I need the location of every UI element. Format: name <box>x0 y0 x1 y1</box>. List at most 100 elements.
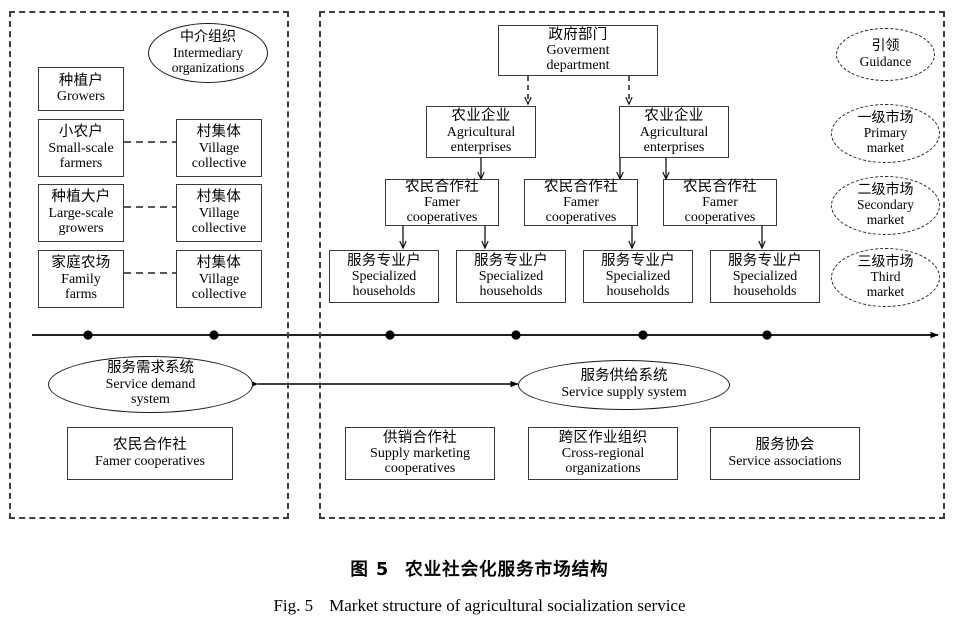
famer-cooperative-box-3[interactable]: 农民合作社 Famer cooperatives <box>663 179 777 226</box>
village-collective-3-en-line1: Village <box>198 271 240 287</box>
government-en-line1: Goverment <box>546 43 610 59</box>
agricultural-enterprise-box-1[interactable]: 农业企业 Agricultural enterprises <box>426 106 536 158</box>
supply-bottom-1-en-line1: Supply marketing <box>370 446 470 462</box>
small-scale-farmers-en-line1: Small-scale <box>48 140 114 156</box>
cooperative-1-en-line2: cooperatives <box>406 210 478 226</box>
cooperative-2-en-line2: cooperatives <box>545 210 617 226</box>
village-collective-1-en-line1: Village <box>198 140 240 156</box>
demand-side-panel <box>9 11 289 519</box>
caption-cn-title: 农业社会化服务市场结构 <box>405 560 609 580</box>
market-level-2-cn: 二级市场 <box>857 182 914 198</box>
village-collective-box-1[interactable]: 村集体 Village collective <box>176 119 262 177</box>
specialized-household-box-2[interactable]: 服务专业户 Specialized households <box>456 250 566 303</box>
household-4-en-line1: Specialized <box>732 269 798 285</box>
service-demand-en-line2: system <box>131 392 170 408</box>
village-collective-3-en-line2: collective <box>191 286 247 302</box>
market-level-2-en-line2: market <box>866 212 905 228</box>
village-collective-1-en-line2: collective <box>191 155 247 171</box>
service-demand-cn: 服务需求系统 <box>107 360 194 377</box>
village-collective-2-cn: 村集体 <box>196 189 242 206</box>
intermediary-en-line1: Intermediary <box>173 44 243 60</box>
enterprise-2-en-line2: enterprises <box>643 139 705 155</box>
family-farms-en-line2: farms <box>65 286 97 302</box>
supply-bottom-2-cn: 跨区作业组织 <box>558 429 648 446</box>
supply-bottom-2-en-line1: Cross-regional <box>561 446 645 462</box>
market-axis <box>32 330 939 340</box>
service-supply-en: Service supply system <box>561 385 687 401</box>
service-supply-cn: 服务供给系统 <box>580 368 668 385</box>
market-level-1-en-line2: market <box>866 140 905 156</box>
famer-cooperative-box-1[interactable]: 农民合作社 Famer cooperatives <box>385 179 499 226</box>
supply-bottom-box-supply-marketing-cooperatives[interactable]: 供销合作社 Supply marketing cooperatives <box>345 427 495 480</box>
household-4-en-line2: households <box>733 284 797 300</box>
household-3-cn: 服务专业户 <box>601 252 675 269</box>
supply-bottom-2-en-line2: organizations <box>565 461 641 477</box>
family-farms-cn: 家庭农场 <box>51 255 111 272</box>
market-level-primary-ellipse[interactable]: 一级市场 Primary market <box>831 104 940 163</box>
agricultural-enterprise-box-2[interactable]: 农业企业 Agricultural enterprises <box>619 106 729 158</box>
cooperative-2-cn: 农民合作社 <box>544 178 618 195</box>
government-to-enterprise-arrows <box>528 76 629 104</box>
household-1-en-line2: households <box>352 284 416 300</box>
market-level-1-cn: 一级市场 <box>857 110 914 126</box>
market-level-0-cn: 引领 <box>871 39 900 55</box>
enterprise-1-en-line1: Agricultural <box>446 124 516 140</box>
village-collective-3-cn: 村集体 <box>196 255 242 272</box>
household-2-en-line2: households <box>479 284 543 300</box>
household-4-cn: 服务专业户 <box>728 252 802 269</box>
supply-bottom-3-en: Service associations <box>728 453 842 469</box>
service-demand-system-ellipse[interactable]: 服务需求系统 Service demand system <box>48 356 253 413</box>
producer-box-small-scale-farmers[interactable]: 小农户 Small-scale farmers <box>38 119 124 177</box>
producer-box-growers[interactable]: 种植户 Growers <box>38 67 124 111</box>
household-3-en-line1: Specialized <box>605 269 671 285</box>
famer-cooperative-box-2[interactable]: 农民合作社 Famer cooperatives <box>524 179 638 226</box>
cooperative-2-en-line1: Famer <box>563 195 599 211</box>
specialized-household-box-4[interactable]: 服务专业户 Specialized households <box>710 250 820 303</box>
market-level-3-cn: 三级市场 <box>857 254 914 270</box>
producer-box-family-farms[interactable]: 家庭农场 Family farms <box>38 250 124 308</box>
market-level-3-en-line1: Third <box>870 269 901 285</box>
service-demand-en-line1: Service demand <box>105 377 196 393</box>
intermediary-en-line2: organizations <box>171 59 245 75</box>
intermediary-organizations-ellipse[interactable]: 中介组织 Intermediary organizations <box>148 23 268 83</box>
government-en-line2: department <box>546 58 610 74</box>
enterprise-2-en-line1: Agricultural <box>639 124 709 140</box>
market-level-2-en-line1: Secondary <box>857 197 914 213</box>
enterprise-1-cn: 农业企业 <box>451 108 511 125</box>
household-1-cn: 服务专业户 <box>347 252 421 269</box>
village-collective-box-2[interactable]: 村集体 Village collective <box>176 184 262 242</box>
caption-cn-label: 图 5 <box>350 560 390 580</box>
small-scale-farmers-cn: 小农户 <box>58 124 104 141</box>
household-3-en-line2: households <box>606 284 670 300</box>
producer-collective-links <box>124 141 176 274</box>
market-level-secondary-ellipse[interactable]: 二级市场 Secondary market <box>831 176 940 235</box>
demand-bottom-en: Famer cooperatives <box>94 453 205 469</box>
demand-bottom-box-famer-cooperatives[interactable]: 农民合作社 Famer cooperatives <box>67 427 233 480</box>
cooperative-1-cn: 农民合作社 <box>405 178 479 195</box>
growers-en: Growers <box>56 89 106 105</box>
specialized-household-box-1[interactable]: 服务专业户 Specialized households <box>329 250 439 303</box>
intermediary-cn: 中介组织 <box>180 30 236 46</box>
market-level-guidance-ellipse[interactable]: 引领 Guidance <box>836 28 935 81</box>
enterprise-1-en-line2: enterprises <box>450 139 512 155</box>
village-collective-box-3[interactable]: 村集体 Village collective <box>176 250 262 308</box>
growers-cn: 种植户 <box>58 72 104 89</box>
service-supply-system-ellipse[interactable]: 服务供给系统 Service supply system <box>518 360 730 410</box>
cooperative-3-en-line1: Famer <box>702 195 738 211</box>
demand-bottom-cn: 农民合作社 <box>113 437 187 454</box>
producer-box-large-scale-growers[interactable]: 种植大户 Large-scale growers <box>38 184 124 242</box>
market-level-third-ellipse[interactable]: 三级市场 Third market <box>831 248 940 307</box>
household-2-en-line1: Specialized <box>478 269 544 285</box>
supply-bottom-box-cross-regional-organizations[interactable]: 跨区作业组织 Cross-regional organizations <box>528 427 678 480</box>
supply-bottom-box-service-associations[interactable]: 服务协会 Service associations <box>710 427 860 480</box>
specialized-household-box-3[interactable]: 服务专业户 Specialized households <box>583 250 693 303</box>
cooperative-3-en-line2: cooperatives <box>684 210 756 226</box>
cooperative-to-household-arrows <box>403 226 762 248</box>
government-department-box[interactable]: 政府部门 Goverment department <box>498 25 658 76</box>
market-level-1-en-line1: Primary <box>863 125 908 141</box>
large-scale-growers-en-line2: growers <box>58 220 104 236</box>
figure-caption-chinese: 图 5 农业社会化服务市场结构 <box>0 556 959 581</box>
